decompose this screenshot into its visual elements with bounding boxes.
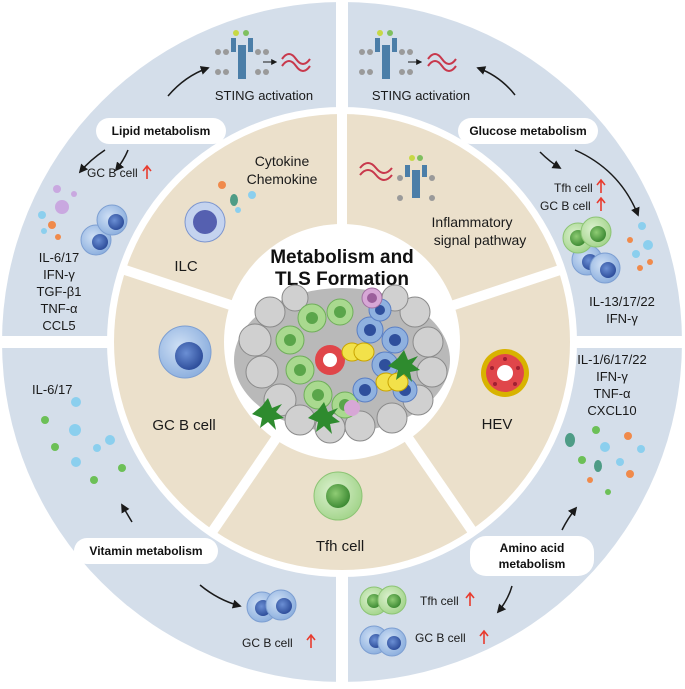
amino-quadrant: IL-1/6/17/22 IFN-γ TNF-α CXCL10 Amino ac… — [359, 352, 647, 657]
amino-metabolism-box — [470, 536, 594, 576]
glucose-metabolism-label: Glucose metabolism — [469, 124, 586, 138]
ilc-segment: Cytokine Chemokine ILC — [174, 153, 317, 275]
amino-tfh-cells — [359, 585, 407, 616]
inflammatory-rna-icon — [359, 162, 393, 181]
amino-metabolism-label-line1: Amino acid — [500, 541, 565, 555]
tfh-segment: Tfh cell — [313, 471, 364, 555]
glucose-metabolism-box — [458, 118, 598, 144]
ilc-cytokine-label: Cytokine — [255, 153, 310, 169]
glucose-particles — [627, 222, 653, 271]
vitamin-particles — [41, 397, 126, 484]
vitamin-metabolism-label: Vitamin metabolism — [89, 544, 202, 558]
gcb-nucleus-icon — [175, 342, 203, 370]
glucose-cytokine-1: IFN-γ — [606, 311, 638, 326]
glucose-rna-icon — [427, 53, 457, 72]
glucose-sting-receptor-icon — [359, 30, 413, 79]
lipid-particles — [38, 185, 77, 240]
vitamin-cytokine-0: IL-6/17 — [32, 382, 72, 397]
hev-icon — [481, 349, 529, 397]
glucose-arrow-long — [574, 149, 640, 217]
amino-particles — [565, 426, 645, 495]
lipid-cytokine-2: TGF-β1 — [36, 284, 81, 299]
lipid-cytokine-1: IFN-γ — [43, 267, 75, 282]
gcb-label: GC B cell — [152, 417, 215, 434]
inflammatory-label-line2: signal pathway — [434, 232, 527, 248]
glucose-cells — [562, 216, 621, 284]
vitamin-b-cells — [246, 589, 297, 623]
gcb-segment: GC B cell — [152, 325, 216, 434]
lipid-gcb-up-arrow — [142, 164, 152, 179]
lipid-arrow-right — [114, 149, 129, 172]
amino-arrow-down — [496, 585, 513, 614]
glucose-quadrant: STING activation Glucose metabolism Tfh … — [359, 30, 655, 326]
lipid-sting-receptor-icon — [215, 30, 269, 79]
ilc-label: ILC — [174, 258, 198, 275]
ilc-particles — [218, 181, 256, 213]
glucose-sting-label: STING activation — [372, 88, 470, 103]
ilc-chemokine-label: Chemokine — [247, 171, 318, 187]
amino-b-cells — [359, 625, 407, 657]
glucose-tfh-up-arrow — [596, 178, 606, 193]
lipid-sting-label: STING activation — [215, 88, 313, 103]
amino-cytokine-2: TNF-α — [593, 386, 631, 401]
tls-cluster-illustration — [234, 284, 450, 444]
amino-gcb-label: GC B cell — [415, 631, 466, 645]
vitamin-metabolism-box — [74, 538, 218, 564]
lipid-quadrant: STING activation Lipid metabolism GC B c… — [36, 30, 313, 333]
amino-cytokine-3: CXCL10 — [587, 403, 636, 418]
amino-metabolism-label-line2: metabolism — [499, 557, 566, 571]
ilc-nucleus — [193, 210, 217, 234]
lipid-cytokine-4: CCL5 — [42, 318, 75, 333]
center-title-line1: Metabolism and — [270, 247, 414, 268]
amino-tfh-label: Tfh cell — [420, 594, 459, 608]
hev-label: HEV — [482, 416, 513, 433]
inflammatory-receptor-icon — [397, 155, 435, 201]
hev-segment: HEV — [481, 349, 529, 433]
tfh-label: Tfh cell — [316, 538, 364, 555]
amino-cytokine-1: IFN-γ — [596, 369, 628, 384]
lipid-cytokine-0: IL-6/17 — [39, 250, 79, 265]
glucose-cytokine-0: IL-13/17/22 — [589, 294, 655, 309]
glucose-curved-arrow — [476, 66, 516, 96]
lipid-gcb-label: GC B cell — [87, 166, 138, 180]
glucose-gcb-label: GC B cell — [540, 199, 591, 213]
lipid-b-cells — [80, 204, 128, 256]
vitamin-gcb-up-arrow — [306, 633, 316, 648]
lipid-curved-arrow — [167, 66, 210, 97]
amino-cytokine-0: IL-1/6/17/22 — [577, 352, 646, 367]
vitamin-arrow-up — [121, 503, 133, 523]
glucose-tfh-label: Tfh cell — [554, 181, 593, 195]
inflammatory-segment: Inflammatory signal pathway — [359, 155, 527, 248]
lipid-arrow-left — [78, 149, 106, 174]
tfh-nucleus-icon — [326, 484, 350, 508]
vitamin-gcb-label: GC B cell — [242, 636, 293, 650]
vitamin-quadrant: IL-6/17 Vitamin metabolism GC B cell — [32, 382, 316, 650]
amino-tfh-up-arrow — [465, 591, 475, 606]
glucose-gcb-up-arrow — [596, 196, 606, 211]
center-title-line2: TLS Formation — [275, 269, 409, 290]
lipid-rna-icon — [281, 53, 311, 72]
amino-arrow-up — [561, 506, 578, 531]
vitamin-arrow-down — [199, 584, 242, 609]
glucose-arrow-short — [539, 151, 562, 169]
amino-gcb-up-arrow — [479, 629, 489, 644]
lipid-metabolism-label: Lipid metabolism — [112, 124, 211, 138]
inflammatory-label-line1: Inflammatory — [432, 214, 513, 230]
lipid-metabolism-box — [96, 118, 226, 144]
lipid-cytokine-3: TNF-α — [40, 301, 78, 316]
